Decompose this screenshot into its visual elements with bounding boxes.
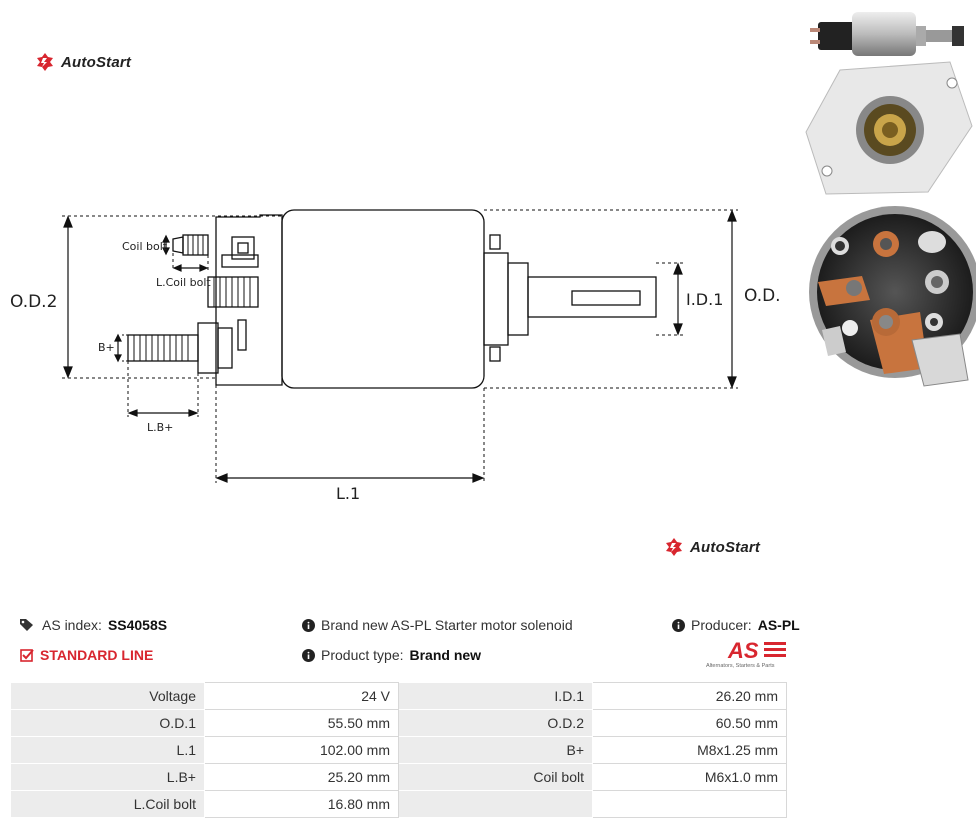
spec-value: 24 V: [204, 682, 399, 710]
table-row: L.B+ 25.20 mm Coil bolt M6x1.0 mm: [10, 763, 787, 791]
as-pl-logo-text: AS: [728, 638, 759, 663]
spec-value: M6x1.0 mm: [592, 763, 787, 791]
solenoid-drawing: O.D.2 O.D.1 I.D.1 L.1 Coil bolt L.Coil b…: [10, 209, 780, 503]
autostart-logo-icon: [37, 53, 53, 71]
spec-value: 16.80 mm: [204, 790, 399, 818]
table-row: O.D.1 55.50 mm O.D.2 60.50 mm: [10, 709, 787, 737]
spec-label: [398, 790, 593, 818]
autostart-logo-top: AutoStart: [35, 52, 131, 72]
logo-text: AutoStart: [61, 53, 132, 71]
spec-label: B+: [398, 736, 593, 764]
as-index-value: SS4058S: [107, 617, 168, 633]
table-row: L.1 102.00 mm B+ M8x1.25 mm: [10, 736, 787, 764]
label-b-plus: B+: [98, 341, 115, 354]
label-od1: O.D.1: [744, 286, 780, 306]
as-pl-tagline: Alternators, Starters & Parts: [706, 663, 775, 669]
spec-label: O.D.2: [398, 709, 593, 737]
spec-label: O.D.1: [10, 709, 205, 737]
spec-value: 102.00 mm: [204, 736, 399, 764]
spec-label: L.1: [10, 736, 205, 764]
spec-label: L.Coil bolt: [10, 790, 205, 818]
spec-value: 25.20 mm: [204, 763, 399, 791]
spec-label: Coil bolt: [398, 763, 593, 791]
photo-side-view: [810, 12, 964, 56]
info-icon: [302, 648, 315, 662]
photo-terminal-view: [809, 206, 976, 387]
as-pl-logo: AS Alternators, Starters & Parts: [706, 640, 792, 670]
autostart-logo-middle: AutoStart: [664, 537, 760, 557]
as-index-label: AS index:: [42, 617, 102, 633]
autostart-logo-icon: [666, 538, 682, 556]
product-type: Product type: Brand new: [302, 647, 481, 663]
spec-label: L.B+: [10, 763, 205, 791]
product-type-label: Product type:: [321, 647, 404, 663]
producer-value: AS-PL: [757, 617, 800, 633]
spec-value: 55.50 mm: [204, 709, 399, 737]
info-icon: [672, 618, 685, 632]
logo-text: AutoStart: [690, 538, 761, 556]
label-id1: I.D.1: [686, 290, 723, 309]
spec-label: I.D.1: [398, 682, 593, 710]
label-l1: L.1: [336, 484, 360, 503]
standard-line-label: STANDARD LINE: [40, 647, 154, 663]
spec-value: 60.50 mm: [592, 709, 787, 737]
table-row: Voltage 24 V I.D.1 26.20 mm: [10, 682, 787, 710]
info-icon: [302, 618, 315, 632]
label-od2: O.D.2: [10, 292, 57, 312]
photo-flange-view: [805, 61, 973, 195]
spec-value: [592, 790, 787, 818]
label-l-coil-bolt: L.Coil bolt: [156, 276, 211, 289]
spec-label: Voltage: [10, 682, 205, 710]
description-text: Brand new AS-PL Starter motor solenoid: [321, 617, 573, 633]
product-type-value: Brand new: [409, 647, 482, 663]
standard-line: STANDARD LINE: [20, 647, 153, 663]
as-index: AS index: SS4058S: [20, 617, 167, 633]
product-photos: [805, 12, 976, 387]
description: Brand new AS-PL Starter motor solenoid: [302, 617, 573, 633]
producer-label: Producer:: [691, 617, 752, 633]
spec-value: M8x1.25 mm: [592, 736, 787, 764]
tags-icon: [20, 619, 33, 631]
producer: Producer: AS-PL: [672, 617, 800, 633]
label-coil-bolt: Coil bolt: [122, 240, 168, 253]
label-l-b-plus: L.B+: [147, 421, 173, 434]
spec-table: Voltage 24 V I.D.1 26.20 mm O.D.1 55.50 …: [10, 682, 787, 818]
spec-value: 26.20 mm: [592, 682, 787, 710]
check-square-icon: [20, 649, 34, 662]
table-row: L.Coil bolt 16.80 mm: [10, 790, 787, 818]
